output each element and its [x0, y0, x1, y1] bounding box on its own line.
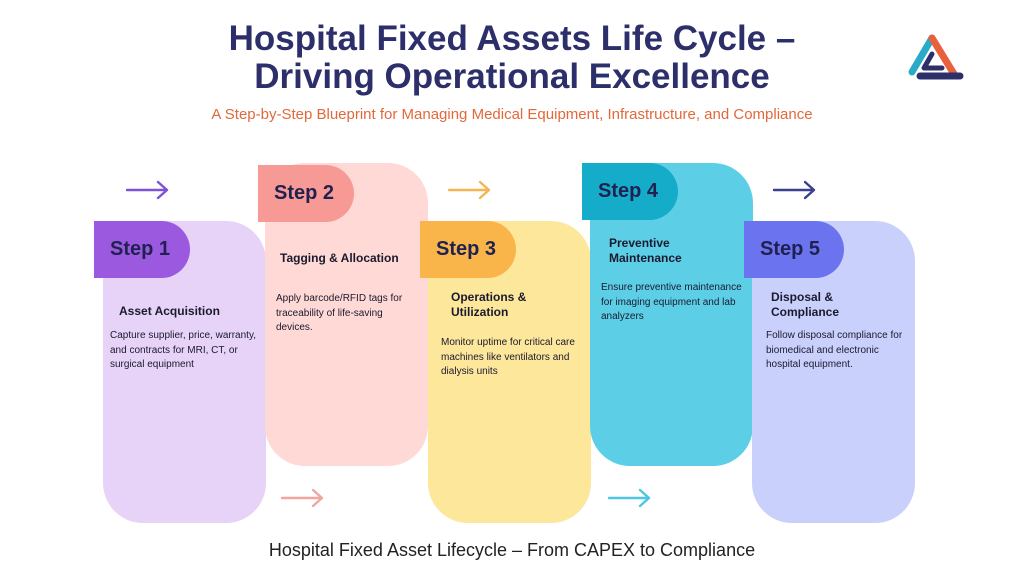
- step-1-title: Asset Acquisition: [119, 304, 220, 318]
- page-title-line2: Driving Operational Excellence: [254, 57, 770, 96]
- footer-caption: Hospital Fixed Asset Lifecycle – From CA…: [268, 540, 756, 560]
- step-1-description: Capture supplier, price, warranty, and c…: [110, 330, 256, 370]
- step-2-badge: Step 2: [258, 165, 354, 222]
- triangle-logo-icon: [908, 34, 964, 80]
- step-3-title: Operations & Utilization: [451, 290, 527, 319]
- arrow-right-icon: [607, 488, 651, 508]
- step-4-badge: Step 4: [582, 163, 678, 220]
- step-3-badge: Step 3: [420, 221, 516, 278]
- step-5-title: Disposal & Compliance: [771, 290, 840, 319]
- step-4-description: Ensure preventive maintenance for imagin…: [601, 282, 742, 322]
- step-5-badge: Step 5: [744, 221, 844, 278]
- arrow-right-icon: [772, 180, 816, 200]
- step-4-title: Preventive Maintenance: [609, 236, 682, 265]
- arrow-right-icon: [447, 180, 491, 200]
- arrow-right-icon: [280, 488, 324, 508]
- arrow-right-icon: [125, 180, 169, 200]
- page-title-line1: Hospital Fixed Assets Life Cycle –: [228, 19, 796, 58]
- step-5-description: Follow disposal compliance for biomedica…: [766, 330, 903, 370]
- step-3-description: Monitor uptime for critical care machine…: [441, 337, 575, 377]
- step-2-title: Tagging & Allocation: [280, 251, 399, 265]
- step-2-description: Apply barcode/RFID tags for traceability…: [276, 293, 403, 333]
- page-subtitle: A Step-by-Step Blueprint for Managing Me…: [211, 106, 813, 123]
- step-1-badge: Step 1: [94, 221, 190, 278]
